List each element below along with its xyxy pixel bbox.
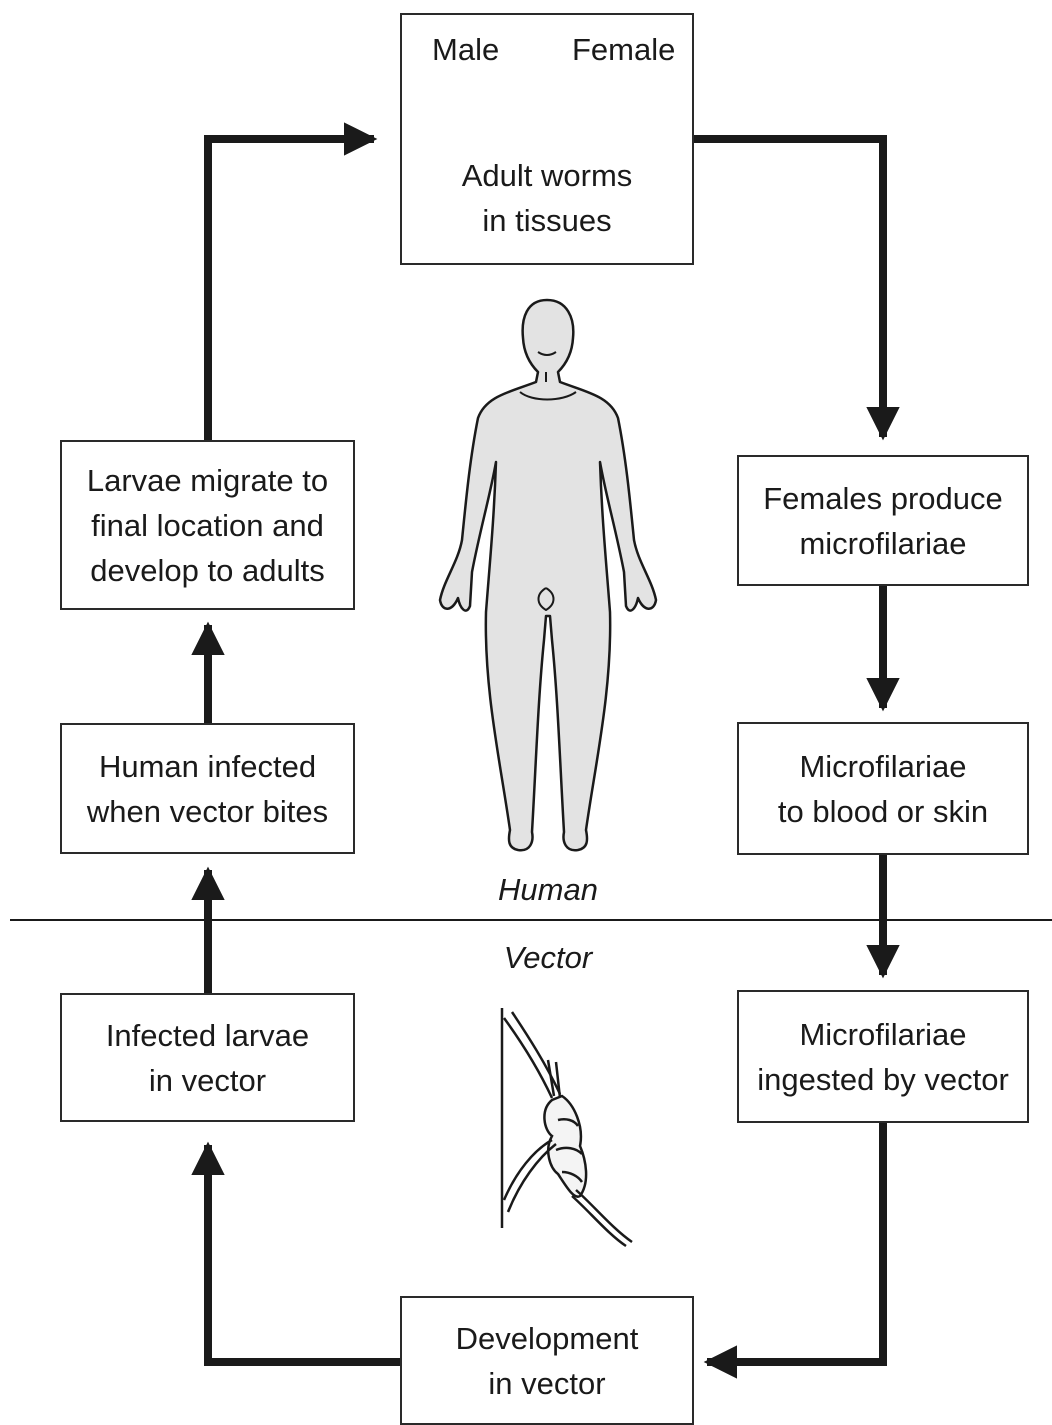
human-infected-box: Human infected when vector bites bbox=[60, 723, 355, 854]
human-zone-label: Human bbox=[448, 872, 648, 908]
infected-larvae-box: Infected larvae in vector bbox=[60, 993, 355, 1122]
female-label: Female bbox=[572, 32, 675, 68]
adult-worms-line2: in tissues bbox=[482, 198, 611, 243]
females-produce-line2: microfilariae bbox=[799, 521, 966, 566]
vector-zone-label: Vector bbox=[448, 940, 648, 976]
microfilariae-blood-box: Microfilariae to blood or skin bbox=[737, 722, 1029, 855]
microfilariae-blood-line1: Microfilariae bbox=[799, 744, 966, 789]
microfilariae-blood-line2: to blood or skin bbox=[778, 789, 988, 834]
human-infected-line2: when vector bites bbox=[87, 789, 328, 834]
larvae-migrate-box: Larvae migrate to final location and dev… bbox=[60, 440, 355, 610]
infected-larvae-line2: in vector bbox=[149, 1058, 266, 1103]
microfilariae-ingested-line2: ingested by vector bbox=[757, 1057, 1009, 1102]
arrow-development-to-larvae bbox=[208, 1145, 400, 1362]
male-label: Male bbox=[432, 32, 499, 68]
larvae-migrate-line3: develop to adults bbox=[90, 548, 324, 593]
larvae-migrate-line1: Larvae migrate to bbox=[87, 458, 328, 503]
larvae-migrate-line2: final location and bbox=[91, 503, 324, 548]
human-infected-line1: Human infected bbox=[99, 744, 316, 789]
adult-worms-line1: Adult worms bbox=[462, 153, 633, 198]
development-line1: Development bbox=[456, 1316, 639, 1361]
females-produce-line1: Females produce bbox=[763, 476, 1003, 521]
human-figure-icon bbox=[440, 300, 656, 850]
arrow-ingested-to-development bbox=[707, 1123, 883, 1362]
microfilariae-ingested-box: Microfilariae ingested by vector bbox=[737, 990, 1029, 1123]
infected-larvae-line1: Infected larvae bbox=[106, 1013, 309, 1058]
arrow-migrate-to-adult bbox=[208, 139, 374, 440]
vector-mosquito-icon bbox=[502, 1008, 632, 1246]
microfilariae-ingested-line1: Microfilariae bbox=[799, 1012, 966, 1057]
arrow-adult-to-females bbox=[694, 139, 883, 437]
females-produce-box: Females produce microfilariae bbox=[737, 455, 1029, 586]
development-box: Development in vector bbox=[400, 1296, 694, 1425]
development-line2: in vector bbox=[488, 1361, 605, 1406]
